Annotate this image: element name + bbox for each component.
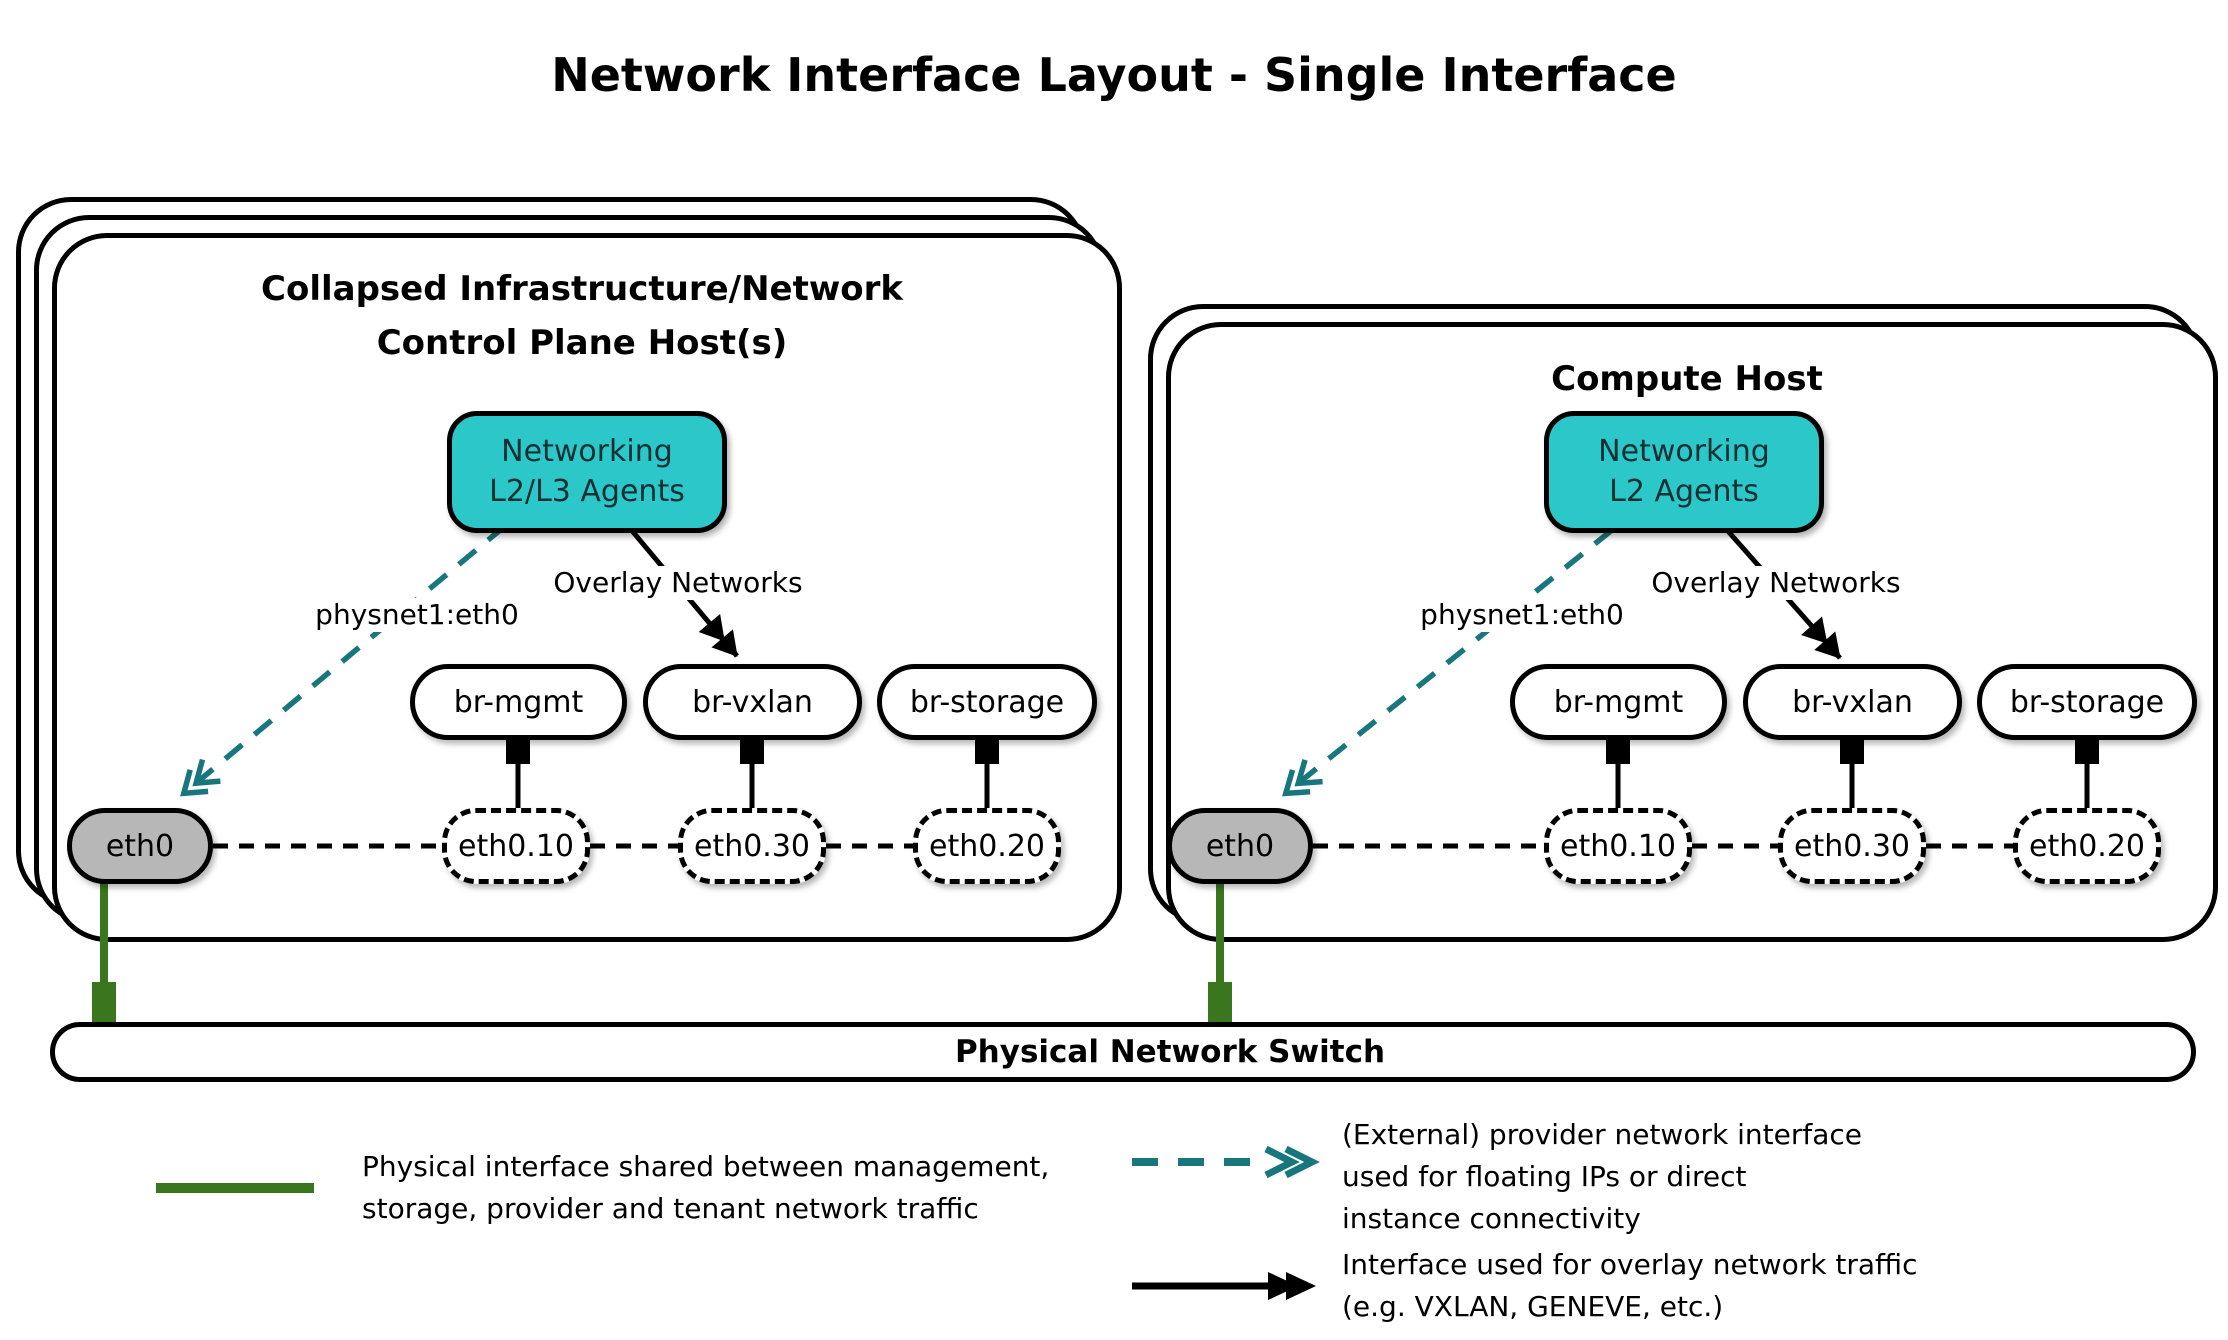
networking-agents-box-control: Networking L2/L3 Agents: [447, 411, 727, 533]
agent-label-line2: L2/L3 Agents: [489, 474, 685, 509]
legend-line: instance connectivity: [1342, 1202, 1641, 1235]
provider-network-label-control: physnet1:eth0: [267, 598, 567, 632]
bridge-pill-br-vxlan-compute: br-vxlan: [1743, 664, 1962, 740]
legend-text-physical-interface: Physical interface shared between manage…: [362, 1146, 1049, 1230]
overlay-networks-label-compute: Overlay Networks: [1626, 566, 1926, 600]
vlan-interface-pill-control-2: eth0.20: [913, 808, 1061, 884]
vlan-interface-pill-control-0: eth0.10: [442, 808, 590, 884]
physical-interface-pill-compute: eth0: [1167, 808, 1313, 884]
vlan-interface-pill-compute-0: eth0.10: [1544, 808, 1692, 884]
control-host-title-line2: Control Plane Host(s): [376, 323, 788, 363]
bridge-pill-br-storage-compute: br-storage: [1977, 664, 2197, 740]
bridge-pill-br-vxlan-control: br-vxlan: [643, 664, 862, 740]
physical-interface-pill-control: eth0: [67, 808, 213, 884]
agent-label-line1: Networking: [501, 434, 673, 469]
legend-line: storage, provider and tenant network tra…: [362, 1192, 979, 1225]
provider-network-label-compute: physnet1:eth0: [1372, 598, 1672, 632]
bridge-pill-br-mgmt-control: br-mgmt: [410, 664, 627, 740]
legend-green-line-swatch: [156, 1183, 314, 1193]
bridge-pill-br-storage-control: br-storage: [877, 664, 1097, 740]
legend-line: (External) provider network interface: [1342, 1118, 1862, 1151]
legend-teal-dashed-arrow-swatch: [1132, 1145, 1320, 1179]
overlay-networks-label-control: Overlay Networks: [528, 566, 828, 600]
legend-line: Interface used for overlay network traff…: [1342, 1248, 1918, 1281]
legend-line: Physical interface shared between manage…: [362, 1150, 1050, 1183]
agent-label-line2: L2 Agents: [1609, 474, 1759, 509]
compute-host-title: Compute Host: [1551, 359, 1823, 399]
legend-line: used for floating IPs or direct: [1342, 1160, 1747, 1193]
diagram-title: Network Interface Layout - Single Interf…: [551, 48, 1677, 102]
physical-network-switch: Physical Network Switch: [50, 1022, 2196, 1082]
legend-text-provider-interface: (External) provider network interface us…: [1342, 1114, 1862, 1240]
legend-line: (e.g. VXLAN, GENEVE, etc.): [1342, 1290, 1724, 1323]
networking-agents-box-compute: Networking L2 Agents: [1544, 411, 1824, 533]
vlan-interface-pill-compute-2: eth0.20: [2013, 808, 2161, 884]
control-host-title-line1: Collapsed Infrastructure/Network: [261, 269, 903, 309]
control-host-title: Collapsed Infrastructure/Network Control…: [52, 262, 1112, 370]
bridge-pill-br-mgmt-compute: br-mgmt: [1510, 664, 1727, 740]
agent-label-line1: Networking: [1598, 434, 1770, 469]
legend-black-arrow-swatch: [1132, 1272, 1316, 1300]
legend-text-overlay-interface: Interface used for overlay network traff…: [1342, 1244, 1917, 1328]
vlan-interface-pill-control-1: eth0.30: [678, 808, 826, 884]
vlan-interface-pill-compute-1: eth0.30: [1778, 808, 1926, 884]
